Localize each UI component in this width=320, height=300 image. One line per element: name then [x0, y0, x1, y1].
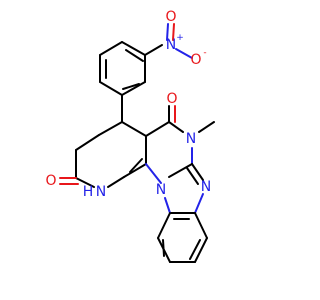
bond [98, 121, 123, 136]
bond-n-o-single [175, 48, 193, 59]
ketone-oxygen-label: O [166, 91, 177, 107]
bond [145, 121, 170, 137]
atom-labels: N + O O - O O N N N N H [45, 9, 211, 200]
amide-hydrogen-label: H [83, 184, 94, 200]
bond [145, 163, 162, 184]
bonds [59, 23, 215, 263]
bond-inner [122, 83, 140, 90]
nitro-oxygen-top-label: O [165, 9, 176, 25]
n-methyl-label: N [186, 131, 196, 147]
lactam-oxygen-label: O [45, 173, 56, 189]
nitro-charge-minus: - [203, 48, 206, 58]
molecule-structure: N + O O - O O N N N N H [45, 9, 215, 263]
bond [121, 41, 146, 56]
bond [194, 237, 208, 263]
bond [121, 121, 147, 137]
bond-c-nitro [144, 44, 163, 56]
bond-inner [162, 239, 165, 257]
amide-nitrogen-label: N [96, 184, 106, 200]
bond [75, 177, 95, 188]
imidazole-nitrogen-label: N [201, 179, 211, 195]
bond [99, 41, 123, 56]
bond [168, 163, 193, 178]
bond-inner [189, 239, 201, 260]
bond [194, 212, 208, 239]
nitro-charge-plus: + [176, 33, 184, 43]
bond-inner [129, 158, 143, 173]
fused-nitrogen-label: N [156, 182, 166, 198]
bond-n-o-double [172, 23, 175, 41]
bond-inner [125, 49, 144, 62]
bond [164, 197, 171, 214]
nitro-oxygen-side-label: O [190, 52, 201, 68]
bond [194, 193, 204, 214]
nitro-nitrogen-label: N [166, 37, 176, 53]
bond-c-n-double [191, 163, 204, 181]
bond [99, 81, 123, 96]
bond-methyl [198, 121, 215, 133]
bond [157, 212, 171, 239]
bond [107, 176, 125, 188]
bond [75, 134, 100, 151]
bond [168, 121, 184, 133]
bond [123, 163, 147, 178]
bond [121, 81, 146, 96]
bond-n-o-double [166, 23, 169, 41]
bond-c-n-double [186, 167, 199, 185]
